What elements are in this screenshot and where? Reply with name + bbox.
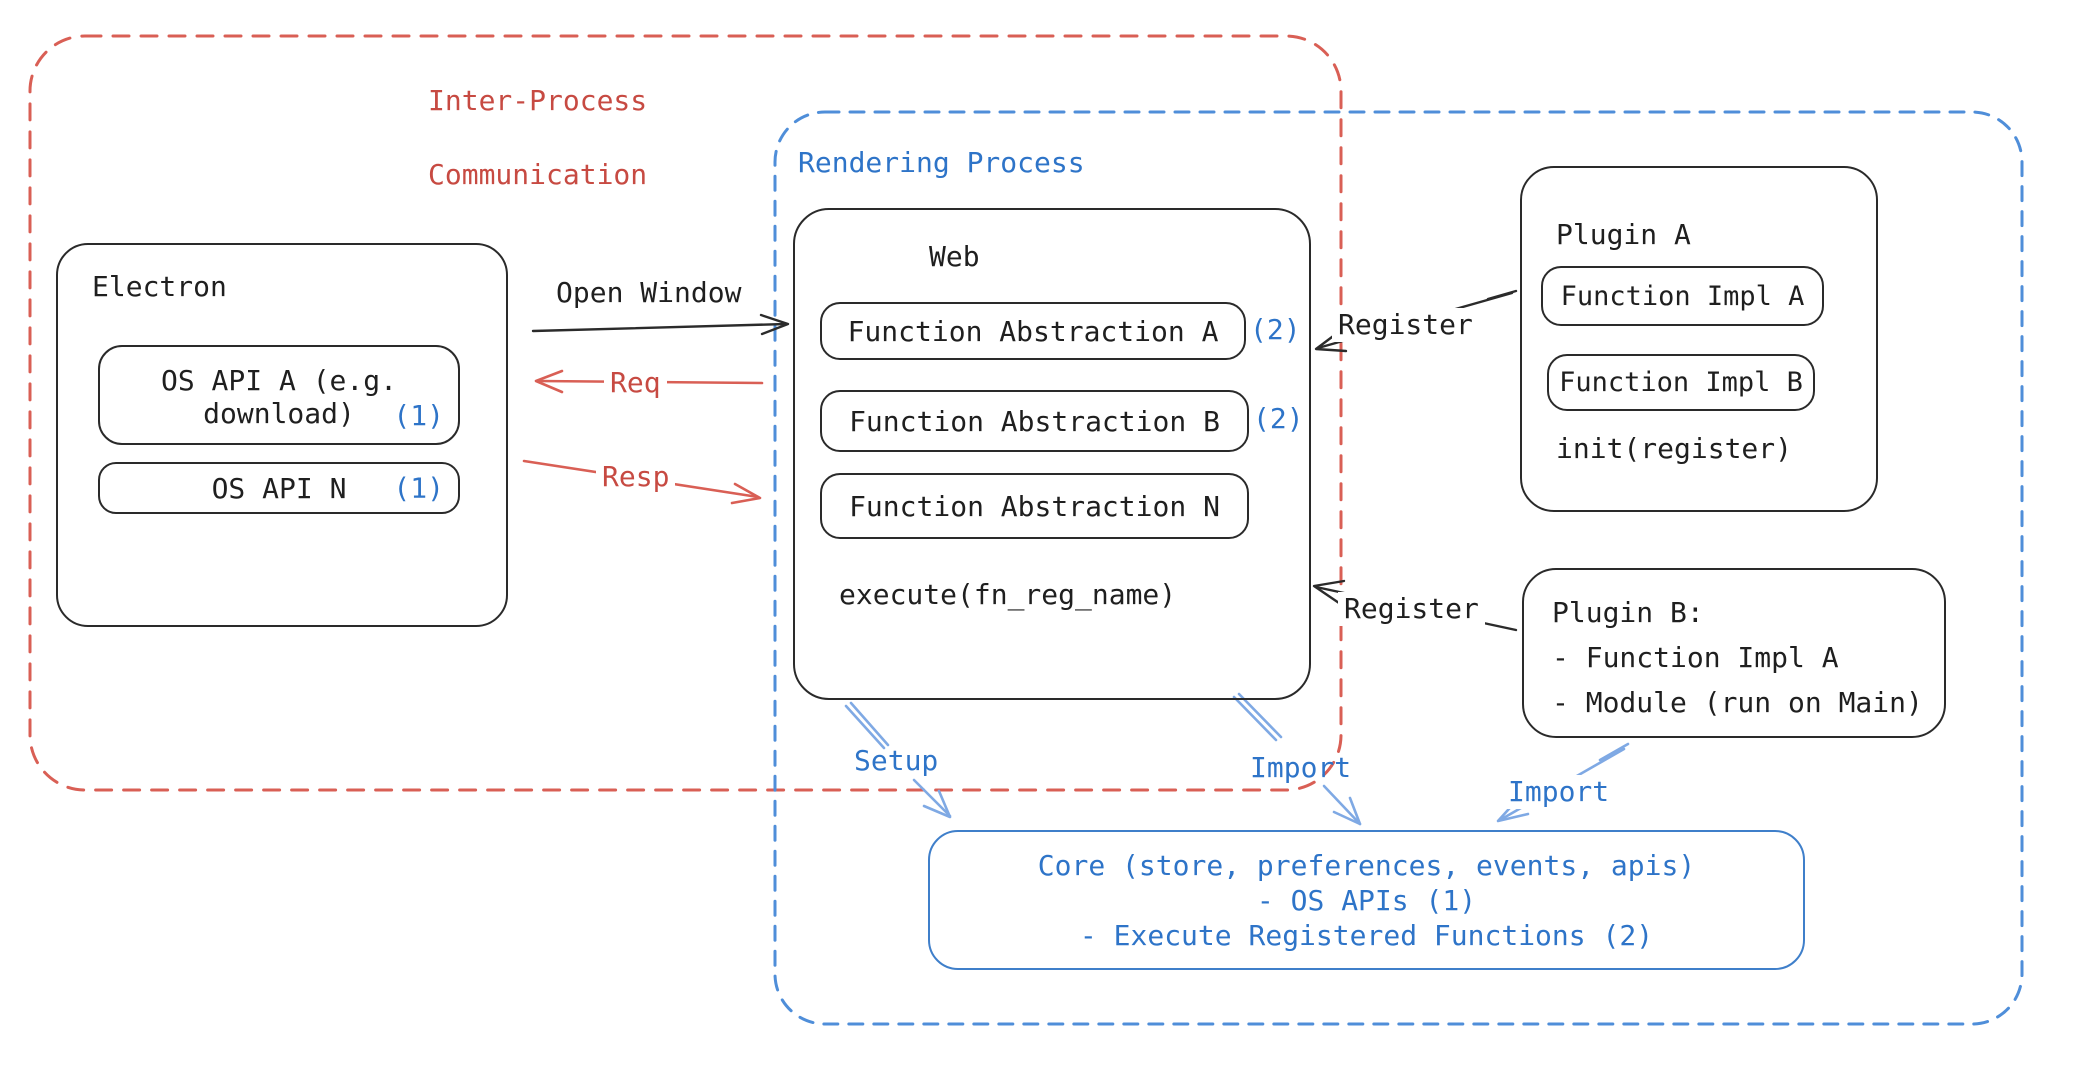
function-abstraction-a-label: Function Abstraction A (847, 314, 1219, 348)
os-api-n-label: OS API N (211, 471, 347, 505)
rendering-boundary-dashed-box (773, 110, 2024, 1026)
os-api-n-box: OS API N (1) (98, 462, 460, 514)
core-line-1: Core (store, preferences, events, apis) (1037, 848, 1696, 882)
os-api-a-line1: OS API A (e.g. (160, 364, 397, 397)
os-api-a-badge: (1) (393, 399, 444, 432)
plugin-b-box (1522, 568, 1946, 738)
register-bottom-label: Register (1338, 592, 1485, 626)
core-line-3: - Execute Registered Functions (2) (1079, 918, 1654, 952)
core-line-2: - OS APIs (1) (1256, 883, 1477, 917)
register-top-label: Register (1332, 308, 1479, 342)
rendering-process-label: Rendering Process (798, 146, 1085, 179)
import-mid-label: Import (1250, 751, 1352, 784)
function-abstraction-a-badge: (2) (1250, 313, 1301, 346)
core-text: Core (store, preferences, events, apis) … (1038, 848, 1695, 953)
setup-label: Setup (854, 744, 939, 777)
function-impl-b-box: Function Impl B (1547, 354, 1815, 411)
plugin-a-box (1520, 166, 1878, 512)
req-label: Req (604, 366, 667, 400)
plugin-b-item-function-impl-a: - Function Impl A (1552, 641, 1839, 674)
ipc-label: Inter-Process Communication (428, 82, 647, 193)
function-abstraction-b-box: Function Abstraction B (820, 390, 1249, 452)
setup-arrow (844, 701, 952, 819)
function-abstraction-a-box: Function Abstraction A (820, 302, 1246, 360)
ipc-label-line1: Inter-Process (428, 84, 648, 117)
plugin-a-title: Plugin A (1556, 218, 1691, 251)
core-box: Core (store, preferences, events, apis) … (928, 830, 1805, 970)
plugin-b-item-module: - Module (run on Main) (1552, 686, 1923, 719)
plugin-a-init-label: init(register) (1556, 432, 1793, 465)
os-api-a-box: OS API A (e.g. download) (1) (98, 345, 460, 445)
function-abstraction-n-box: Function Abstraction N (820, 473, 1249, 539)
ipc-boundary-dashed-box (28, 34, 1343, 792)
function-impl-a-label: Function Impl A (1560, 280, 1805, 312)
resp-label: Resp (596, 460, 676, 494)
open-window-arrow (531, 313, 790, 336)
function-abstraction-b-badge: (2) (1253, 402, 1304, 435)
function-abstraction-n-label: Function Abstraction N (849, 489, 1220, 523)
plugin-b-title: Plugin B: (1552, 596, 1704, 629)
execute-label: execute(fn_reg_name) (839, 578, 1177, 611)
web-box (793, 208, 1311, 700)
import-mid-arrow (1232, 692, 1362, 826)
function-impl-b-label: Function Impl B (1559, 367, 1803, 398)
electron-box (56, 243, 508, 627)
function-abstraction-b-label: Function Abstraction B (849, 404, 1220, 438)
open-window-label: Open Window (556, 276, 742, 309)
function-impl-a-box: Function Impl A (1541, 266, 1824, 326)
os-api-a-label: OS API A (e.g. download) (100, 364, 458, 430)
electron-title: Electron (92, 270, 227, 303)
ipc-label-line2: Communication (428, 158, 648, 191)
web-title: Web (929, 240, 980, 273)
import-right-label: Import (1502, 775, 1616, 809)
os-api-n-badge: (1) (393, 471, 444, 505)
os-api-a-line2: download) (203, 397, 355, 430)
